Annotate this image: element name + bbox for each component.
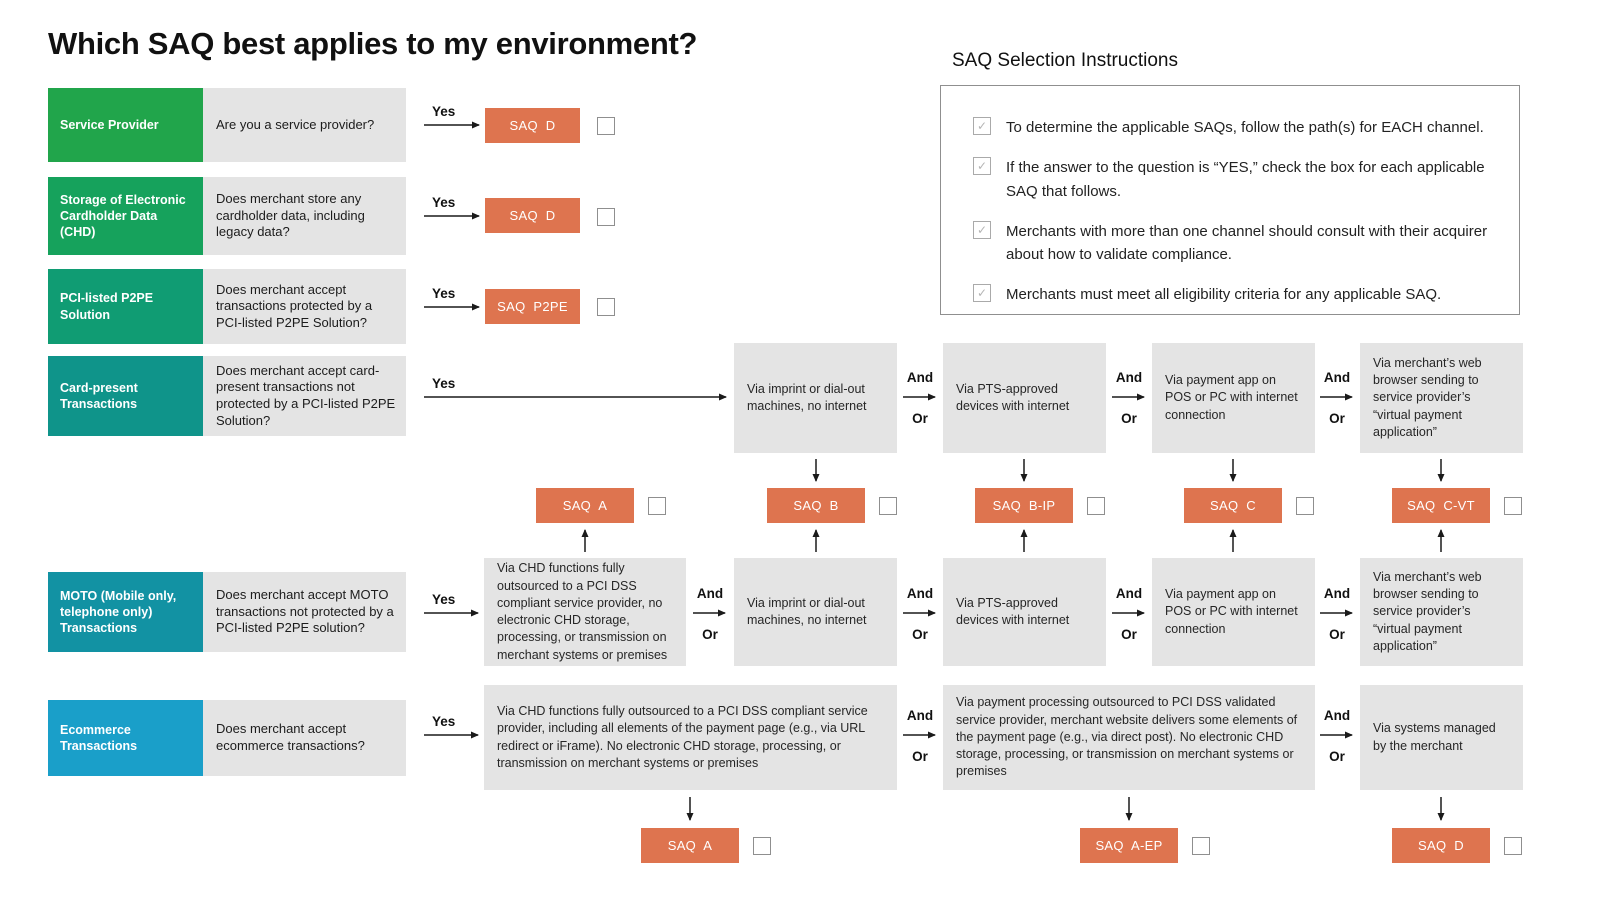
saq-box-c: SAQ C xyxy=(1184,488,1282,523)
or-label: Or xyxy=(1329,749,1345,764)
option-moto-web-browser: Via merchant’s web browser sending to se… xyxy=(1360,558,1523,666)
option-card-present-pts: Via PTS-approved devices with internet xyxy=(943,343,1106,453)
yes-label: Yes xyxy=(432,714,456,729)
yes-label: Yes xyxy=(432,286,456,301)
and-label: And xyxy=(1323,370,1351,385)
or-label: Or xyxy=(702,627,718,642)
checkbox-checked-icon: ✓ xyxy=(973,117,991,135)
checkbox-saq-b[interactable] xyxy=(879,497,897,515)
option-moto-payment-app: Via payment app on POS or PC with intern… xyxy=(1152,558,1315,666)
channel-label-service-provider: Service Provider xyxy=(48,88,203,162)
instruction-text: Merchants with more than one channel sho… xyxy=(1006,222,1488,263)
option-ecom-fully-outsourced: Via CHD functions fully outsourced to a … xyxy=(484,685,897,790)
saq-box-a-mid: SAQ A xyxy=(536,488,634,523)
and-label: And xyxy=(906,370,934,385)
yes-label: Yes xyxy=(432,376,456,391)
instruction-item: ✓ Merchants with more than one channel s… xyxy=(973,220,1491,267)
saq-box-a-bottom: SAQ A xyxy=(641,828,739,863)
checkbox-checked-icon: ✓ xyxy=(973,157,991,176)
saq-box-d-bottom: SAQ D xyxy=(1392,828,1490,863)
channel-label-card-present: Card-present Transactions xyxy=(48,356,203,436)
instruction-text: To determine the applicable SAQs, follow… xyxy=(1006,119,1484,136)
instruction-item: ✓ Merchants must meet all eligibility cr… xyxy=(973,283,1491,306)
checkbox-saq-c-vt[interactable] xyxy=(1504,497,1522,515)
or-label: Or xyxy=(1329,411,1345,426)
instruction-item: ✓ To determine the applicable SAQs, foll… xyxy=(973,116,1491,139)
option-card-present-payment-app: Via payment app on POS or PC with intern… xyxy=(1152,343,1315,453)
or-label: Or xyxy=(912,627,928,642)
option-moto-imprint: Via imprint or dial-out machines, no int… xyxy=(734,558,897,666)
checkbox-saq-p2pe[interactable] xyxy=(597,298,615,316)
channel-question-p2pe: Does merchant accept transactions protec… xyxy=(203,269,406,344)
or-label: Or xyxy=(912,749,928,764)
yes-label: Yes xyxy=(432,195,456,210)
and-label: And xyxy=(1115,586,1143,601)
channel-question-storage-chd: Does merchant store any cardholder data,… xyxy=(203,177,406,255)
option-card-present-imprint: Via imprint or dial-out machines, no int… xyxy=(734,343,897,453)
channel-label-ecommerce: Ecommerce Transactions xyxy=(48,700,203,776)
channel-question-ecommerce: Does merchant accept ecommerce transacti… xyxy=(203,700,406,776)
checkbox-checked-icon: ✓ xyxy=(973,220,991,239)
checkbox-saq-d-storage-chd[interactable] xyxy=(597,208,615,226)
and-label: And xyxy=(906,586,934,601)
option-moto-outsourced: Via CHD functions fully outsourced to a … xyxy=(484,558,686,666)
saq-box-c-vt: SAQ C-VT xyxy=(1392,488,1490,523)
and-label: And xyxy=(1115,370,1143,385)
or-label: Or xyxy=(1329,627,1345,642)
or-label: Or xyxy=(912,411,928,426)
instructions-title: SAQ Selection Instructions xyxy=(952,50,1178,71)
and-label: And xyxy=(696,586,724,601)
channel-question-service-provider: Are you a service provider? xyxy=(203,88,406,162)
instructions-box: ✓ To determine the applicable SAQs, foll… xyxy=(940,85,1520,315)
and-label: And xyxy=(1323,586,1351,601)
checkbox-checked-icon: ✓ xyxy=(973,284,991,303)
or-label: Or xyxy=(1121,411,1137,426)
saq-box-a-ep: SAQ A-EP xyxy=(1080,828,1178,863)
channel-label-moto: MOTO (Mobile only, telephone only) Trans… xyxy=(48,572,203,652)
and-label: And xyxy=(906,708,934,723)
checkbox-saq-a-ep[interactable] xyxy=(1192,837,1210,855)
saq-box-d-service-provider: SAQ D xyxy=(485,108,580,143)
option-ecom-direct-post: Via payment processing outsourced to PCI… xyxy=(943,685,1315,790)
saq-box-b: SAQ B xyxy=(767,488,865,523)
checkbox-saq-a-bottom[interactable] xyxy=(753,837,771,855)
channel-question-moto: Does merchant accept MOTO transactions n… xyxy=(203,572,406,652)
option-card-present-web-browser: Via merchant’s web browser sending to se… xyxy=(1360,343,1523,453)
page-title: Which SAQ best applies to my environment… xyxy=(48,26,698,61)
channel-label-storage-chd: Storage of Electronic Cardholder Data (C… xyxy=(48,177,203,255)
option-ecom-merchant-systems: Via systems managed by the merchant xyxy=(1360,685,1523,790)
checkbox-saq-d-bottom[interactable] xyxy=(1504,837,1522,855)
instruction-text: If the answer to the question is “YES,” … xyxy=(1006,159,1485,200)
or-label: Or xyxy=(1121,627,1137,642)
yes-label: Yes xyxy=(432,104,456,119)
saq-box-p2pe: SAQ P2PE xyxy=(485,289,580,324)
saq-box-d-storage-chd: SAQ D xyxy=(485,198,580,233)
checkbox-saq-d-service-provider[interactable] xyxy=(597,117,615,135)
yes-label: Yes xyxy=(432,592,456,607)
channel-label-p2pe: PCI-listed P2PE Solution xyxy=(48,269,203,344)
instruction-item: ✓ If the answer to the question is “YES,… xyxy=(973,156,1491,203)
instruction-text: Merchants must meet all eligibility crit… xyxy=(1006,286,1442,304)
option-moto-pts: Via PTS-approved devices with internet xyxy=(943,558,1106,666)
checkbox-saq-b-ip[interactable] xyxy=(1087,497,1105,515)
checkbox-saq-a-mid[interactable] xyxy=(648,497,666,515)
saq-box-b-ip: SAQ B-IP xyxy=(975,488,1073,523)
checkbox-saq-c[interactable] xyxy=(1296,497,1314,515)
channel-question-card-present: Does merchant accept card-present transa… xyxy=(203,356,406,436)
and-label: And xyxy=(1323,708,1351,723)
